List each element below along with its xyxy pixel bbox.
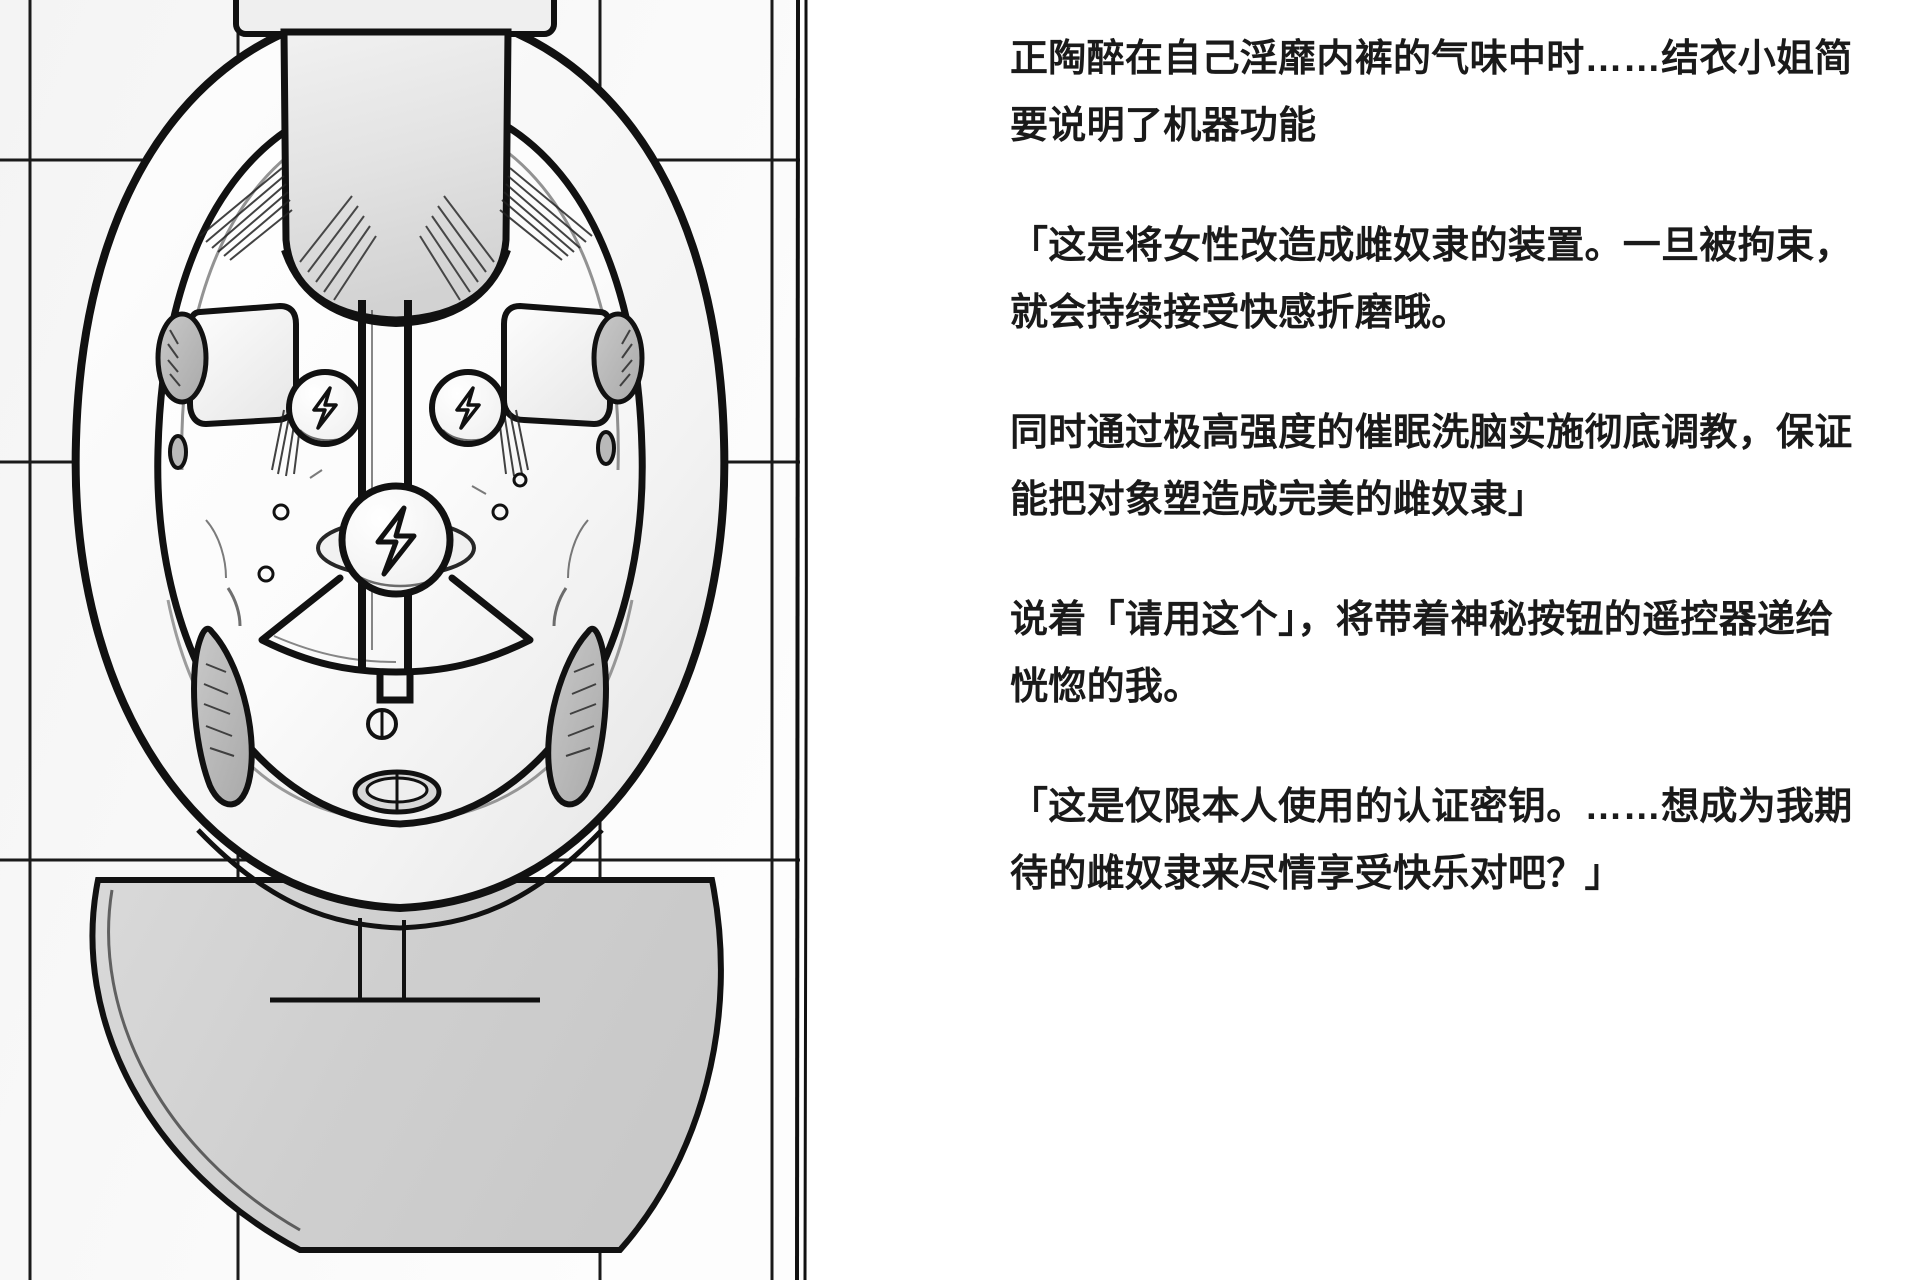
narration-paragraph-4: 说着「请用这个」，将带着神秘按钮的遥控器递给恍惚的我。 <box>1010 599 1834 708</box>
toilet-device-illustration <box>0 0 800 1280</box>
lightning-icon <box>312 386 338 430</box>
drain-port <box>352 769 442 815</box>
y-shaped-saddle-bar <box>258 574 534 704</box>
narration-paragraph-3: 同时通过极高强度的催眠洗脑实施彻底调教，保证能把对象塑造成完美的雌奴隶」 <box>1010 412 1853 521</box>
right-restraint-cuff <box>497 302 645 477</box>
center-bolt-detail <box>366 708 398 740</box>
lightning-icon <box>455 386 481 430</box>
center-electro-pad <box>316 482 476 598</box>
narration-paragraph-2: 「这是将女性改造成雌奴隶的装置。一旦被拘束，就会持续接受快感折磨哦。 <box>1010 225 1853 334</box>
toilet-tank-lid <box>199 0 593 328</box>
right-leg-pad <box>545 625 609 808</box>
left-electro-pad <box>286 369 364 447</box>
panel-divider <box>795 0 809 1280</box>
left-restraint-cuff <box>155 302 303 477</box>
illustration-canvas <box>0 0 800 1280</box>
right-electro-pad <box>429 369 507 447</box>
narration-paragraph-5: 「这是仅限本人使用的认证密钥。……想成为我期待的雌奴隶来尽情享受快乐对吧？」 <box>1010 786 1853 895</box>
side-screw-ports <box>168 430 616 470</box>
surface-highlights <box>205 469 589 579</box>
left-leg-pad <box>191 625 255 808</box>
narration-column: 正陶醉在自己淫靡内裤的气味中时……结衣小姐简要说明了机器功能 「这是将女性改造成… <box>1010 0 1890 1280</box>
lightning-icon <box>375 505 417 577</box>
narration-paragraph-1: 正陶醉在自己淫靡内裤的气味中时……结衣小姐简要说明了机器功能 <box>1010 38 1853 147</box>
bowl-pedestal <box>89 877 724 1253</box>
surface-rivets <box>226 472 568 627</box>
